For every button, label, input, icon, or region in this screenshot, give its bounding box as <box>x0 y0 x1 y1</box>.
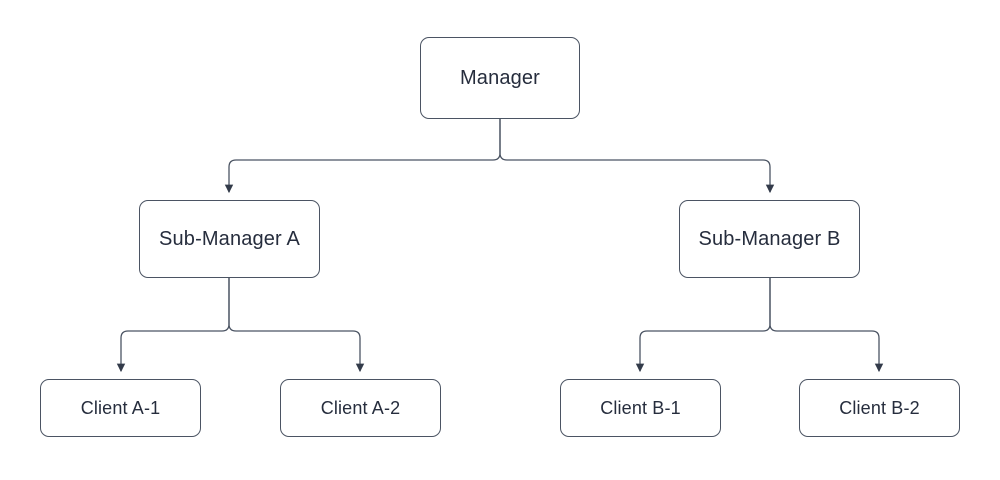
node-client-a-2-label: Client A-2 <box>320 398 401 418</box>
edge-sub-manager-a-to-client-a-2 <box>228 278 365 373</box>
edge-manager-to-sub-manager-b <box>499 119 775 194</box>
edge-sub-manager-b-to-client-b-2 <box>769 278 884 373</box>
node-manager-label: Manager <box>460 67 540 89</box>
node-client-a-2[interactable]: Client A-2 <box>280 379 441 437</box>
node-client-b-2[interactable]: Client B-2 <box>799 379 960 437</box>
node-sub-manager-b[interactable]: Sub-Manager B <box>679 200 860 278</box>
node-sub-manager-a-label: Sub-Manager A <box>159 228 300 250</box>
node-client-a-1-label: Client A-1 <box>80 398 161 418</box>
edge-sub-manager-a-to-client-a-1 <box>116 278 230 373</box>
node-sub-manager-a[interactable]: Sub-Manager A <box>139 200 320 278</box>
edge-manager-to-sub-manager-a <box>224 119 501 194</box>
edge-sub-manager-b-to-client-b-1 <box>635 278 771 373</box>
node-client-b-1[interactable]: Client B-1 <box>560 379 721 437</box>
node-manager[interactable]: Manager <box>420 37 580 119</box>
node-client-b-2-label: Client B-2 <box>839 398 920 418</box>
node-sub-manager-b-label: Sub-Manager B <box>698 228 841 250</box>
node-client-b-1-label: Client B-1 <box>600 398 681 418</box>
node-client-a-1[interactable]: Client A-1 <box>40 379 201 437</box>
